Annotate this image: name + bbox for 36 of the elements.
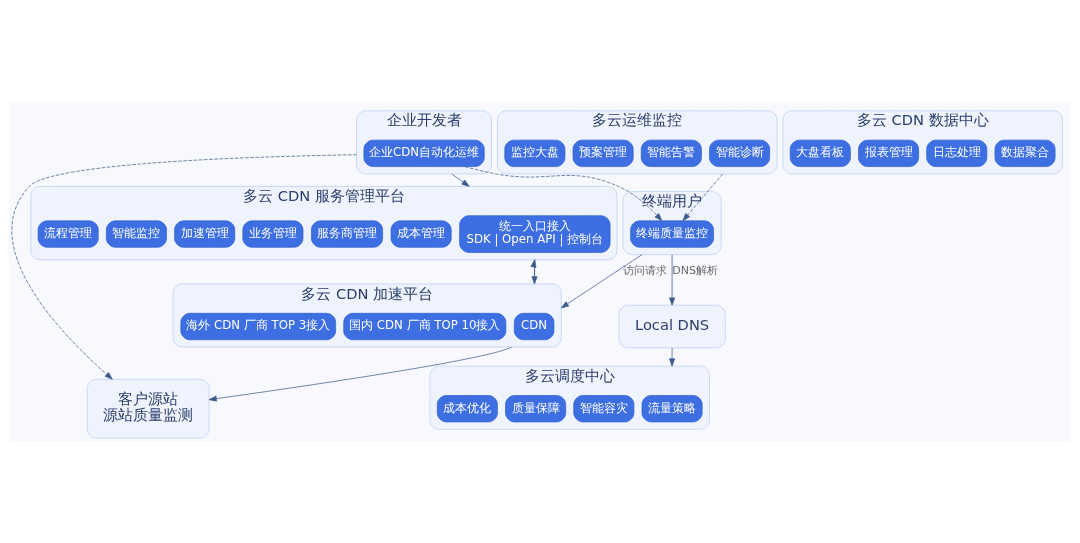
node-box: Local DNS	[618, 304, 726, 349]
arrow	[11, 154, 357, 380]
node-box: 客户源站 源站质量监测	[86, 379, 210, 439]
node-box: 报表管理	[858, 139, 919, 167]
node-box: 流程管理	[37, 220, 99, 248]
node-box: 成本管理	[390, 220, 452, 248]
node-box: 加速管理	[174, 220, 236, 248]
node-box: 终端质量监控	[630, 220, 714, 248]
node-box: 智能容灾	[573, 395, 635, 423]
edge-label: 访问请求	[623, 264, 668, 278]
node-box: 统一入口接入 SDK | Open API | 控制台	[459, 215, 611, 253]
node-box: 海外 CDN 厂商 TOP 3接入	[180, 312, 336, 341]
node-box: 智能告警	[640, 139, 702, 167]
node-box: 智能监控	[105, 220, 167, 248]
arrow	[451, 173, 470, 187]
node-box: 监控大盘	[504, 139, 566, 167]
node-box: 大盘看板	[789, 139, 851, 167]
arrow	[208, 346, 512, 402]
node-box: 智能诊断	[709, 139, 771, 167]
node-box: 预案管理	[572, 139, 634, 167]
node-box: 企业CDN自动化运维	[363, 139, 485, 167]
node-box: 国内 CDN 厂商 TOP 10接入	[343, 312, 507, 341]
arrow	[682, 173, 724, 221]
node-box: 业务管理	[242, 220, 304, 248]
node-box: CDN	[513, 312, 555, 341]
arrow	[560, 254, 643, 309]
arrow	[464, 166, 663, 222]
node-box: 日志处理	[926, 139, 988, 167]
node-box: 数据聚合	[994, 139, 1056, 167]
arrow	[669, 254, 675, 306]
node-box: 成本优化	[436, 395, 498, 423]
node-box: 服务商管理	[311, 220, 383, 248]
node-box: 流量策略	[641, 395, 703, 423]
arrow	[669, 347, 675, 367]
node-box: 质量保障	[505, 395, 567, 423]
edge-label: DNS解析	[672, 264, 719, 278]
